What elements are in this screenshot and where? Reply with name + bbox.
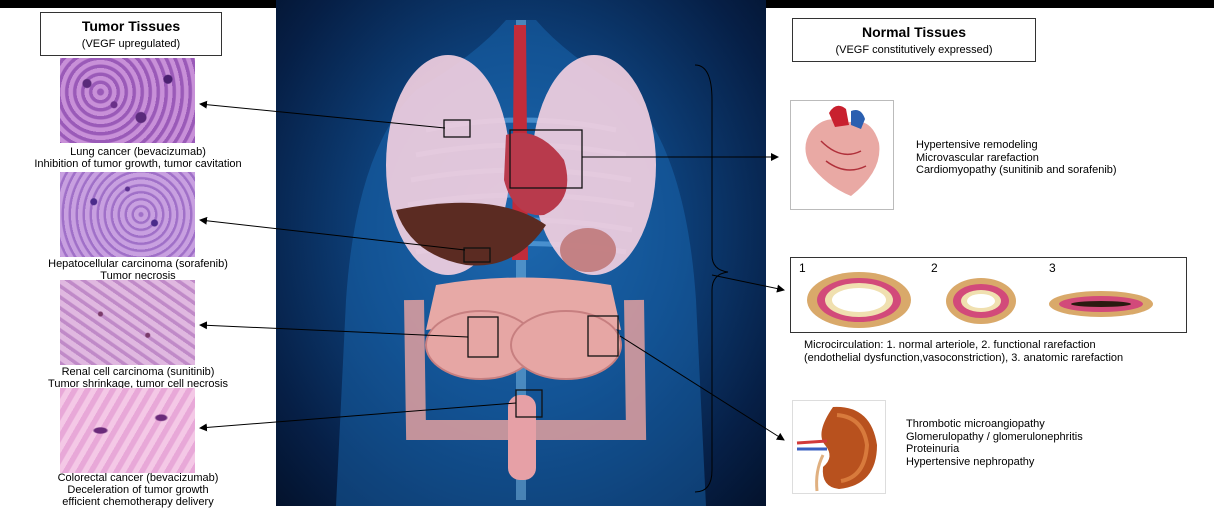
normal-subtitle: (VEGF constitutively expressed): [793, 44, 1035, 56]
arteriole-label-3: 3: [1049, 261, 1056, 275]
arteriole-diagram: [791, 258, 1186, 332]
kidney-effect-line: Hypertensive nephropathy: [906, 456, 1083, 469]
kidney-effect-line: Proteinuria: [906, 443, 1083, 456]
tumor-subtitle: (VEGF upregulated): [41, 38, 221, 50]
caption-line: Hepatocellular carcinoma (sorafenib): [0, 258, 276, 270]
kidney-illustration: [792, 400, 886, 494]
hepatocellular-caption: Hepatocellular carcinoma (sorafenib) Tum…: [0, 258, 276, 282]
tumor-header: Tumor Tissues (VEGF upregulated): [40, 12, 222, 56]
lung-cancer-caption: Lung cancer (bevacizumab) Inhibition of …: [0, 146, 276, 170]
torso-drawing: [276, 0, 766, 506]
normal-arteriole: [807, 272, 911, 328]
microcirculation-caption: Microcirculation: 1. normal arteriole, 2…: [804, 339, 1123, 364]
caption-line: Lung cancer (bevacizumab): [0, 146, 276, 158]
arteriole-label-2: 2: [931, 261, 938, 275]
kidney-icon: [793, 401, 885, 493]
hepatocellular-micrograph: [60, 172, 195, 257]
anatomy-illustration: [276, 0, 766, 506]
caption-line: Renal cell carcinoma (sunitinib): [0, 366, 276, 378]
colorectal-micrograph: [60, 388, 195, 473]
arteriole-label-1: 1: [799, 261, 806, 275]
heart-illustration: [790, 100, 894, 210]
caption-line: Colorectal cancer (bevacizumab): [0, 472, 276, 484]
kidney-effects: Thrombotic microangiopathy Glomerulopath…: [906, 418, 1083, 468]
kidney-effect-line: Glomerulopathy / glomerulonephritis: [906, 431, 1083, 444]
microcirculation-panel: 1 2 3: [790, 257, 1187, 333]
colorectal-caption: Colorectal cancer (bevacizumab) Decelera…: [0, 472, 276, 508]
heart-effect-line: Hypertensive remodeling: [916, 139, 1117, 152]
functional-rarefaction: [946, 278, 1016, 324]
heart-icon: [791, 101, 893, 209]
micro-caption-line: Microcirculation: 1. normal arteriole, 2…: [804, 339, 1123, 352]
caption-line: Inhibition of tumor growth, tumor cavita…: [0, 158, 276, 170]
tumor-title: Tumor Tissues: [41, 18, 221, 34]
heart-effect-line: Microvascular rarefaction: [916, 152, 1117, 165]
renal-cell-micrograph: [60, 280, 195, 365]
kidney-effect-line: Thrombotic microangiopathy: [906, 418, 1083, 431]
caption-line: efficient chemotherapy delivery: [0, 496, 276, 508]
caption-line: Deceleration of tumor growth: [0, 484, 276, 496]
heart-effect-line: Cardiomyopathy (sunitinib and sorafenib): [916, 164, 1117, 177]
renal-cell-caption: Renal cell carcinoma (sunitinib) Tumor s…: [0, 366, 276, 390]
micro-caption-line: (endothelial dysfunction,vasoconstrictio…: [804, 352, 1123, 365]
normal-title: Normal Tissues: [793, 24, 1035, 40]
anatomic-rarefaction: [1049, 291, 1153, 317]
lung-cancer-micrograph: [60, 58, 195, 143]
normal-header: Normal Tissues (VEGF constitutively expr…: [792, 18, 1036, 62]
heart-effects: Hypertensive remodeling Microvascular ra…: [916, 139, 1117, 177]
